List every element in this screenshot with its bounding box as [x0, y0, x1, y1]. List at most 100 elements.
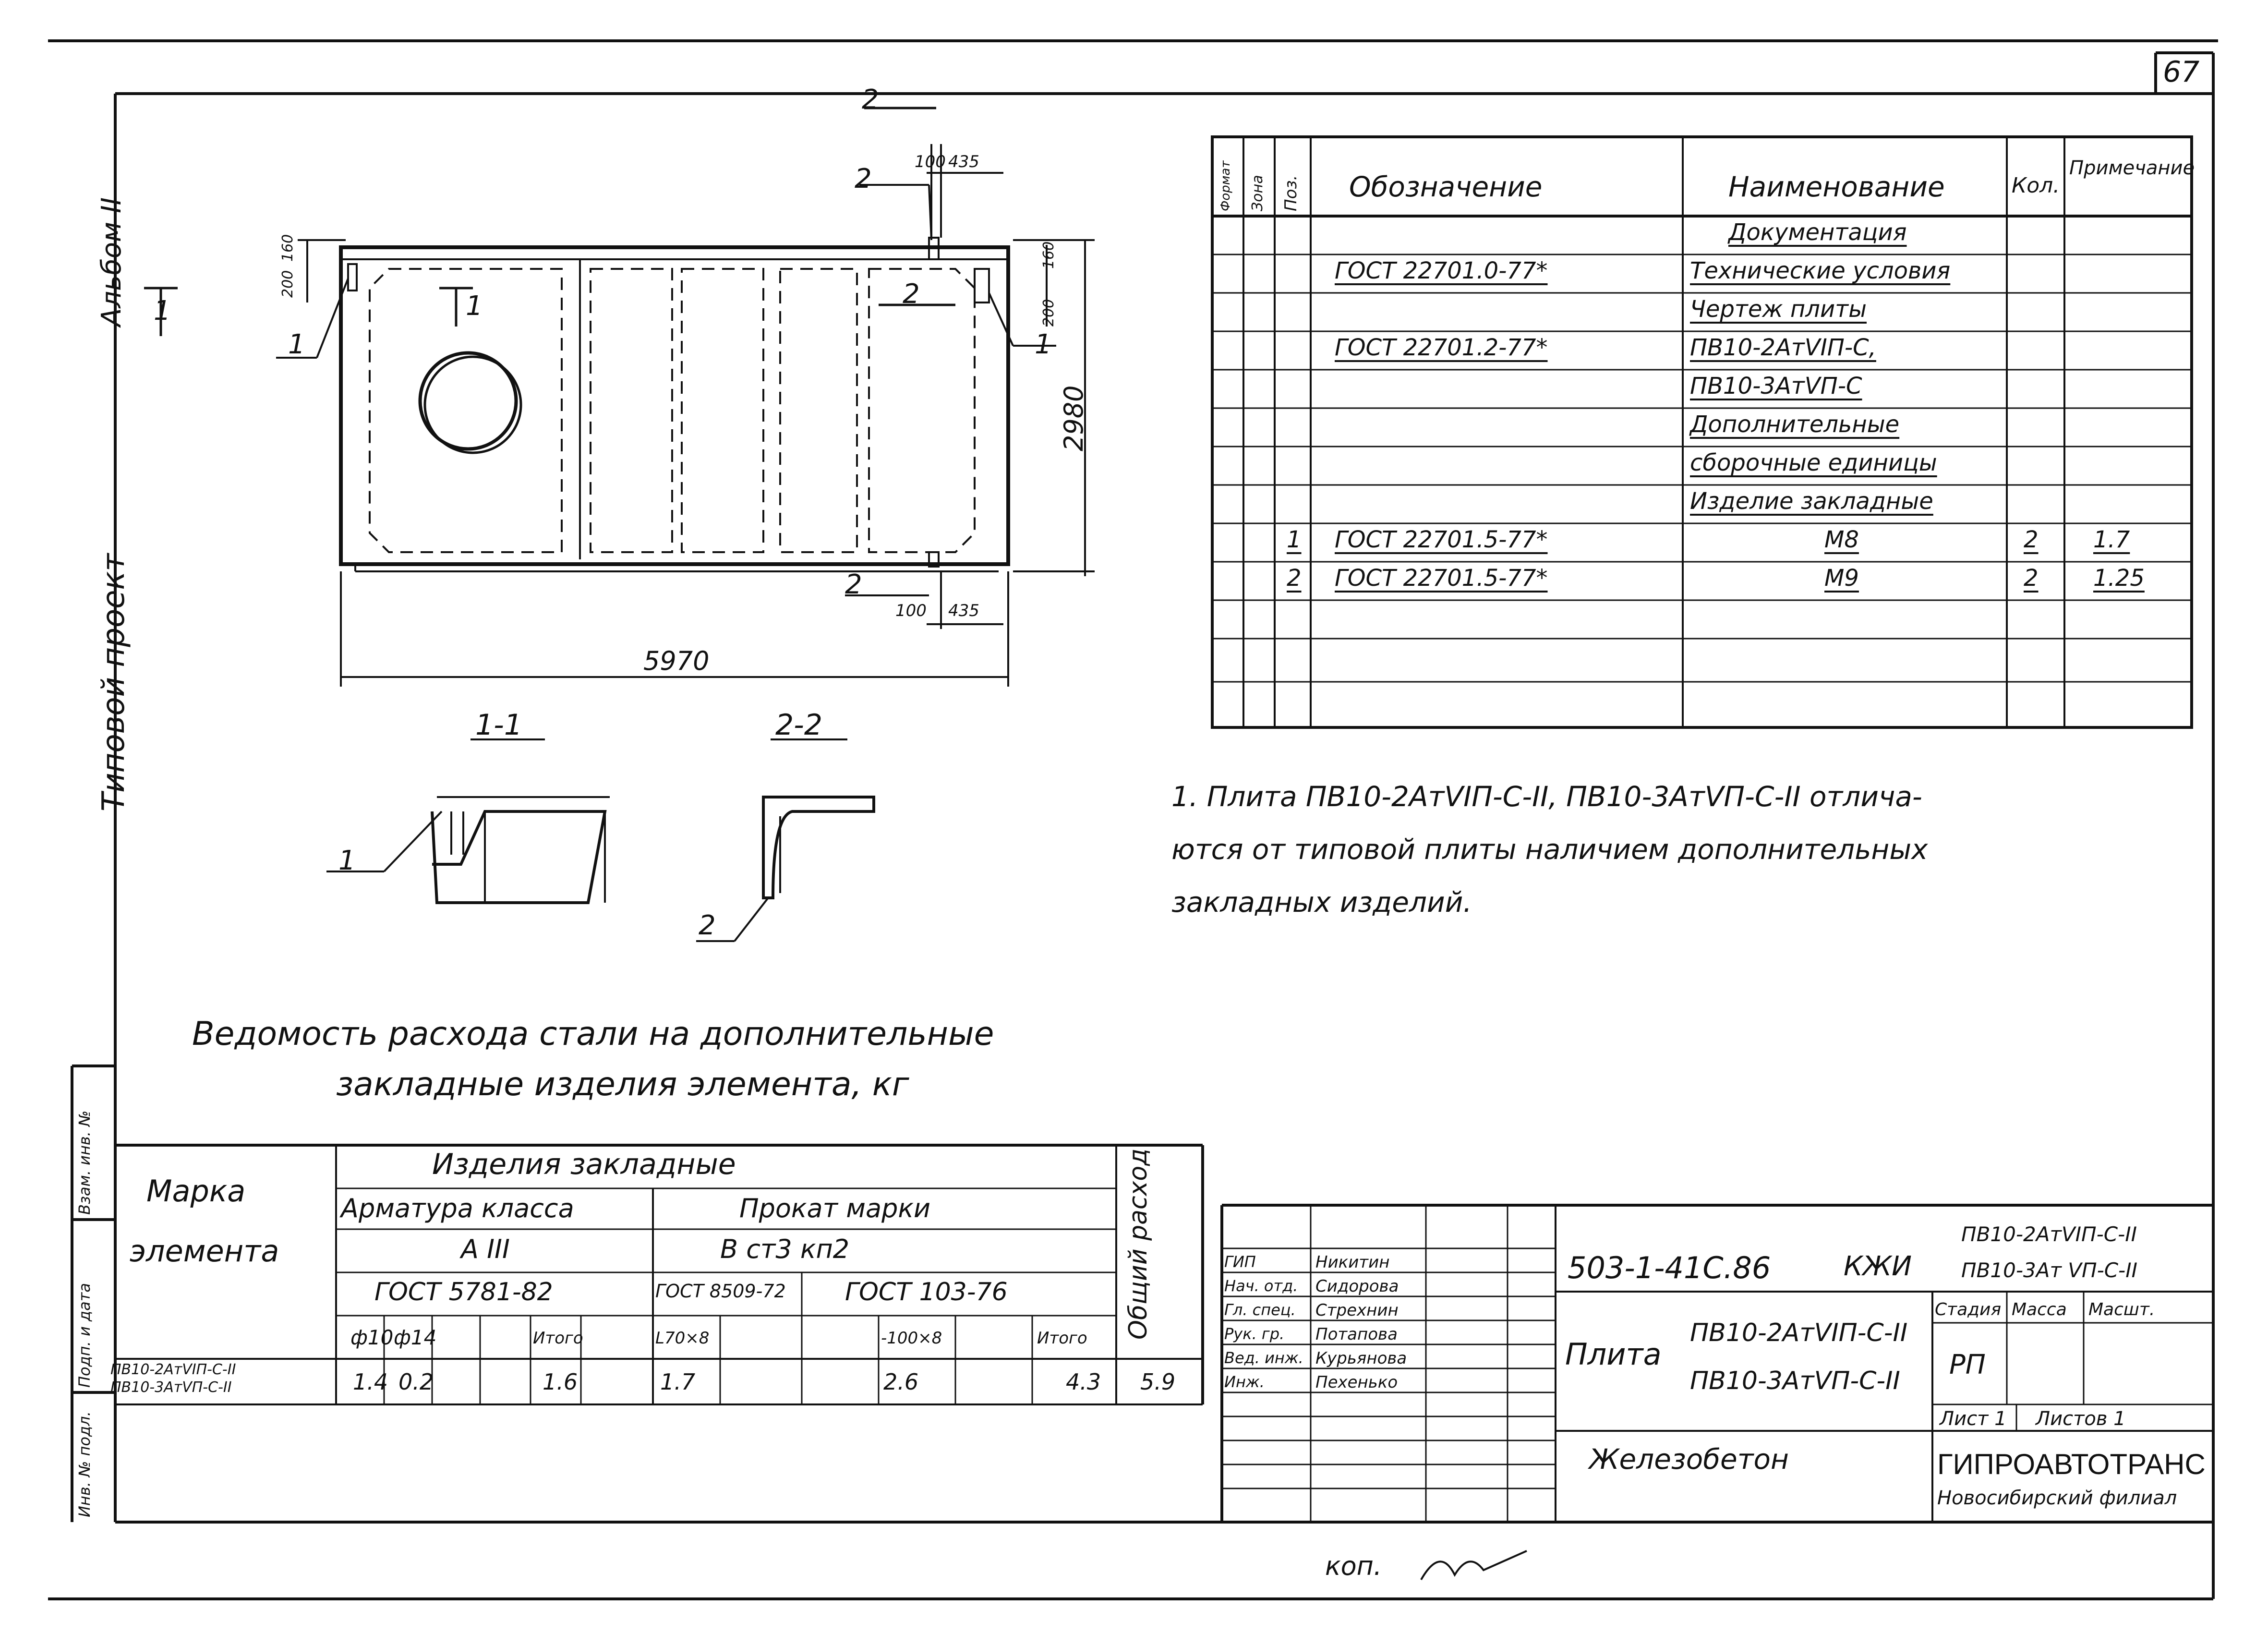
name-chief-spec: Стрехнин: [1315, 1301, 1399, 1320]
steel-sub-total-2: Итого: [1037, 1329, 1087, 1348]
tb-stage: РП: [1949, 1349, 1986, 1380]
tb-material: Железобетон: [1589, 1443, 1789, 1476]
name-lead-eng: Курьянова: [1315, 1349, 1407, 1368]
steel-val-strip: 2.6: [883, 1369, 919, 1395]
steel-h-rolled-grade: В ст3 кп2: [720, 1234, 850, 1264]
steel-h-mark: Марка: [146, 1173, 246, 1209]
spec-row-9-pos: 1: [1287, 526, 1302, 553]
steel-h-items: Изделия закладные: [432, 1148, 736, 1181]
dim-200-left: 200: [279, 270, 296, 298]
project-label: Типовой проект: [96, 553, 132, 811]
doc-suffix: КЖИ: [1844, 1251, 1912, 1282]
steel-h-rebar-gost: ГОСТ 5781-82: [374, 1278, 553, 1306]
section-mark-1-mid: 1: [466, 290, 483, 322]
name-eng: Пехенько: [1315, 1373, 1398, 1392]
steel-val-grand-total: 5.9: [1140, 1369, 1176, 1395]
spec-row-3-name: Чертеж плиты: [1690, 296, 1867, 323]
doc-code: 503-1-41С.86: [1568, 1250, 1771, 1285]
dim-5970: 5970: [643, 646, 710, 676]
steel-sub-d10: ф10: [350, 1326, 394, 1349]
spec-row-2-designation: ГОСТ 22701.0-77*: [1335, 257, 1548, 284]
name-group-lead: Потапова: [1315, 1325, 1398, 1344]
role-lead-eng: Вед. инж.: [1224, 1349, 1303, 1367]
steel-h-rolled: Прокат марки: [739, 1193, 931, 1223]
spec-row-10-name: М9: [1824, 565, 1859, 592]
spec-row-10-qty: 2: [2024, 565, 2039, 592]
tb-stage-h: Стадия: [1935, 1300, 2002, 1319]
spec-row-10-pos: 2: [1287, 565, 1302, 592]
dim-2980: 2980: [1059, 385, 1089, 451]
spec-h-zone: Зона: [1249, 175, 1266, 211]
copied-by: коп.: [1325, 1551, 1382, 1581]
section-mark-1-left: 1: [154, 295, 171, 327]
spec-row-8-name: Изделие закладные: [1690, 488, 1933, 515]
pos-2-mid: 2: [903, 278, 920, 310]
spec-row-4-name: ПВ10-2АтVIП-С,: [1690, 334, 1876, 361]
dim-100-top: 100: [915, 152, 946, 171]
tb-org: ГИПРОАВТОТРАНС: [1937, 1448, 2206, 1480]
spec-row-9-qty: 2: [2024, 526, 2039, 553]
note-line-2: ются от типовой плиты наличием дополните…: [1171, 833, 1928, 866]
steel-sub-total-1: Итого: [533, 1329, 583, 1348]
role-eng: Инж.: [1224, 1373, 1265, 1391]
spec-row-9-designation: ГОСТ 22701.5-77*: [1335, 526, 1548, 553]
spec-row-6-name: Дополнительные: [1690, 411, 1900, 438]
spec-row-5-name: ПВ10-3АтVП-С: [1690, 373, 1862, 399]
steel-val-d14: 0.2: [398, 1369, 434, 1395]
pos-1-right: 1: [1035, 329, 1052, 360]
dim-160-left: 160: [279, 234, 296, 262]
spec-row-10-note: 1.25: [2093, 565, 2145, 592]
tb-sheets: Листов 1: [2036, 1408, 2126, 1430]
pos-2-sec22: 2: [699, 910, 716, 941]
spec-row-10-designation: ГОСТ 22701.5-77*: [1335, 565, 1548, 592]
tb-marks-1: ПВ10-2АтVIП-С-II: [1961, 1222, 2137, 1246]
steel-h-gost-8509: ГОСТ 8509-72: [655, 1281, 786, 1302]
sheet-number: 67: [2163, 55, 2200, 89]
dim-160-right: 160: [1040, 241, 1057, 269]
steel-val-total-2: 4.3: [1066, 1369, 1101, 1395]
tb-title-mark-1: ПВ10-2АтVIП-С-II: [1690, 1318, 1908, 1347]
steel-h-gost-103: ГОСТ 103-76: [845, 1278, 1008, 1306]
spec-h-note: Примечание: [2069, 157, 2195, 179]
spec-h-name: Наименование: [1728, 170, 1945, 203]
steel-mark-2: ПВ10-3АтVП-С-II: [110, 1379, 232, 1396]
name-dept-head: Сидорова: [1315, 1277, 1399, 1296]
spec-h-pos: Поз.: [1281, 175, 1301, 211]
spec-h-designation: Обозначение: [1349, 170, 1543, 203]
spec-row-1-name: Документация: [1728, 219, 1907, 246]
steel-val-d10: 1.4: [353, 1369, 388, 1395]
pos-2-arrow: 2: [862, 84, 879, 115]
spec-row-9-note: 1.7: [2093, 526, 2130, 553]
tb-scale-h: Масшт.: [2088, 1300, 2155, 1319]
section-2-2-label: 2-2: [775, 708, 822, 742]
steel-h-total: Общий расход: [1124, 1148, 1153, 1340]
steel-h-rebar-class: А III: [461, 1234, 510, 1264]
role-chief-spec: Гл. спец.: [1224, 1301, 1296, 1319]
spec-row-2-name: Технические условия: [1690, 257, 1951, 284]
role-dept-head: Нач. отд.: [1224, 1277, 1298, 1295]
steel-title-2: закладные изделия элемента, кг: [336, 1065, 909, 1103]
steel-h-element: элемента: [130, 1234, 279, 1269]
steel-title-1: Ведомость расхода стали на дополнительны…: [192, 1015, 994, 1053]
section-1-1-label: 1-1: [475, 708, 522, 742]
tb-mass-h: Масса: [2012, 1300, 2067, 1319]
role-group-lead: Рук. гр.: [1224, 1325, 1285, 1343]
pos-1-left: 1: [288, 329, 305, 360]
steel-mark-1: ПВ10-2АтVIП-С-II: [110, 1361, 236, 1378]
stamp-sign-date: Подп. и дата: [75, 1283, 94, 1388]
dim-200-right: 200: [1040, 299, 1057, 327]
steel-val-angle: 1.7: [660, 1369, 696, 1395]
steel-sub-d14: ф14: [394, 1326, 437, 1349]
tb-branch: Новосибирский филиал: [1937, 1487, 2177, 1509]
stamp-replaced-inv: Взам. инв. №: [75, 1110, 94, 1215]
album-label: Альбом II: [96, 197, 127, 327]
steel-sub-angle: L70×8: [655, 1329, 710, 1348]
spec-h-qty: Кол.: [2012, 173, 2060, 198]
tb-sheet: Лист 1: [1940, 1408, 2007, 1430]
spec-row-4-designation: ГОСТ 22701.2-77*: [1335, 334, 1548, 361]
dim-435-top: 435: [948, 152, 979, 171]
spec-row-9-name: М8: [1824, 526, 1859, 553]
note-line-1: 1. Плита ПВ10-2АтVIП-С-II, ПВ10-3АтVП-С-…: [1171, 780, 1922, 813]
tb-title-mark-2: ПВ10-3АтVП-С-II: [1690, 1367, 1900, 1395]
